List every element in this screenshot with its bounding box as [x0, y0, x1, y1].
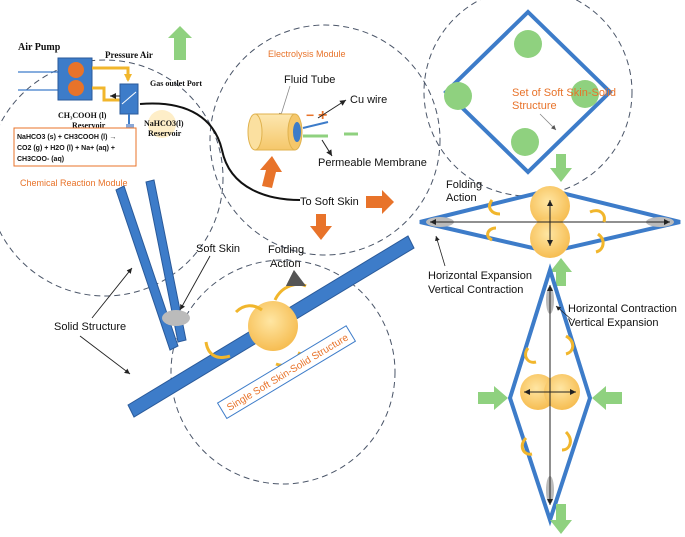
fluid-tube-label: Fluid Tube	[284, 74, 335, 86]
folding-label-1: Folding	[268, 244, 304, 256]
right-inward-arrow	[592, 386, 622, 410]
cu-wire-label: Cu wire	[350, 94, 387, 106]
set-structure-label-2: Structure	[512, 100, 557, 112]
folding-arrow-bottom	[204, 341, 231, 359]
to-soft-skin-arrow	[366, 190, 394, 214]
gas-outlet-arrow	[168, 26, 192, 60]
pump-rotor-top	[68, 62, 84, 78]
single-structure-label-box	[216, 325, 357, 420]
nahco3-label-2: Reservoir	[148, 129, 182, 138]
air-pump-label: Air Pump	[18, 42, 61, 53]
set-ball-bottom	[511, 128, 539, 156]
left-inward-arrow	[478, 386, 508, 410]
set-ball-left	[444, 82, 472, 110]
electrolysis-module-circle	[209, 24, 441, 256]
supply-tube	[139, 102, 301, 201]
equation-line-1: NaHCO3 (s) + CH3COOH (l) →	[17, 134, 116, 141]
down-to-skin-arrow	[310, 214, 332, 240]
electrolysis-inflow-arrow	[260, 156, 282, 188]
gas-outlet-label: Gas outlet Port	[150, 79, 202, 88]
pressure-air-label: Pressure Air	[105, 50, 153, 60]
h-expansion-label: Horizontal Expansion	[428, 270, 532, 282]
right-folding-label-1: Folding	[446, 179, 482, 191]
soft-skin-label: Soft Skin	[196, 243, 240, 255]
to-soft-skin-label: To Soft Skin	[300, 196, 359, 208]
ch3cooh-label-1: CH₃COOH (l)	[58, 111, 107, 120]
single-soft-skin-ball	[248, 301, 298, 351]
ch3cooh-reservoir	[119, 83, 139, 115]
equation-line-2: CO2 (g) + H2O (l) + Na+ (aq) +	[17, 145, 115, 152]
v-expansion-label: Vertical Expansion	[568, 317, 659, 329]
up-arrow-contraction	[550, 258, 572, 286]
minus-sign: −	[306, 107, 314, 123]
set-structure-label-1: Set of Soft Skin-Solid	[512, 87, 616, 99]
soft-skin-joint	[162, 310, 190, 326]
v-contraction-label: Vertical Contraction	[428, 284, 523, 296]
expansion-rhombus	[419, 187, 681, 255]
bottom-down-arrow	[550, 504, 572, 534]
folding-arrow-left	[234, 304, 263, 314]
ch3cooh-label-2: Reservoir	[72, 121, 106, 130]
folding-label-2: Action	[270, 258, 301, 270]
solid-structure-label: Solid Structure	[54, 321, 126, 333]
nahco3-label-1: NaHCO3(l)	[144, 119, 184, 128]
solid-beam-left-2	[145, 179, 187, 343]
pump-rotor-bottom	[68, 80, 84, 96]
h-contraction-label: Horizontal Contraction	[568, 303, 677, 315]
permeable-membrane-label: Permeable Membrane	[318, 157, 427, 169]
set-ball-top	[514, 30, 542, 58]
chemical-module-label: Chemical Reaction Module	[20, 178, 128, 188]
right-folding-label-2: Action	[446, 192, 477, 204]
set-ball-right	[571, 80, 599, 108]
solid-beam-left-1	[115, 185, 179, 351]
folding-arrow-top	[273, 269, 307, 301]
set-structure-rhombus	[443, 9, 613, 175]
single-structure-circle	[170, 259, 396, 485]
equation-box	[13, 127, 137, 167]
nahco3-reservoir-highlight	[148, 110, 176, 138]
down-arrow-1	[550, 154, 572, 182]
electrolysis-module-label: Electrolysis Module	[268, 49, 346, 59]
equation-line-3: CH3COO- (aq)	[17, 156, 64, 163]
chemical-module-circle	[0, 59, 224, 297]
